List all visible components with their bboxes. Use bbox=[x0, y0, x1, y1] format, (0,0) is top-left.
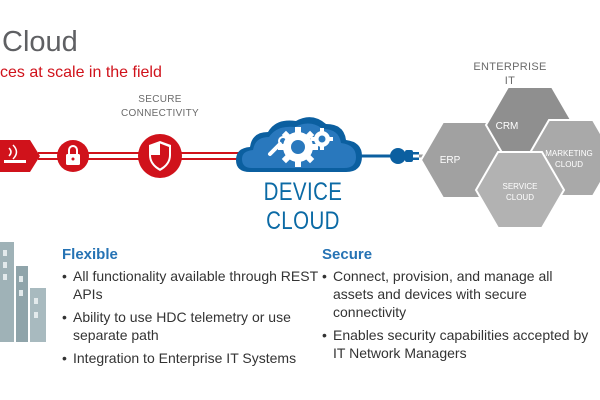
building-icon bbox=[0, 242, 46, 342]
hex-erp-label: ERP bbox=[440, 155, 461, 166]
list-item: Enables security capabilities accepted b… bbox=[322, 326, 592, 362]
list-item: All functionality available through REST… bbox=[62, 267, 320, 303]
hex-crm-label: CRM bbox=[496, 121, 519, 132]
flexible-column: Flexible All functionality available thr… bbox=[62, 246, 320, 372]
list-item: Connect, provision, and manage all asset… bbox=[322, 267, 592, 321]
enterprise-it-hexagons: ERP CRM bbox=[419, 86, 600, 229]
list-item: Ability to use HDC telemetry or use sepa… bbox=[62, 308, 320, 344]
shield-icon bbox=[138, 134, 182, 178]
page-title: Cloud bbox=[2, 26, 78, 58]
secure-heading: Secure bbox=[322, 246, 373, 263]
flexible-heading: Flexible bbox=[62, 246, 118, 263]
lock-icon bbox=[57, 140, 89, 172]
list-item: Integration to Enterprise IT Systems bbox=[62, 349, 320, 367]
hex-service-label: SERVICE CLOUD bbox=[502, 182, 538, 202]
hex-marketing-label: MARKETING CLOUD bbox=[545, 149, 593, 169]
flexible-list: All functionality available through REST… bbox=[62, 267, 320, 367]
cloud-gears-icon bbox=[236, 117, 362, 172]
secure-column: Secure Connect, provision, and manage al… bbox=[322, 246, 592, 367]
secure-connectivity-label: SECURE CONNECTIVITY bbox=[120, 94, 200, 119]
secure-list: Connect, provision, and manage all asset… bbox=[322, 267, 592, 362]
page-subtitle: ces at scale in the field bbox=[0, 64, 162, 81]
router-icon bbox=[0, 140, 40, 172]
device-cloud-label: DEVICE CLOUD bbox=[263, 178, 343, 235]
device-cloud-diagram: ERP CRM bbox=[0, 86, 600, 229]
enterprise-it-label: ENTERPRISE IT bbox=[473, 61, 547, 87]
hex-service bbox=[474, 151, 566, 229]
plug-icon bbox=[356, 148, 430, 164]
